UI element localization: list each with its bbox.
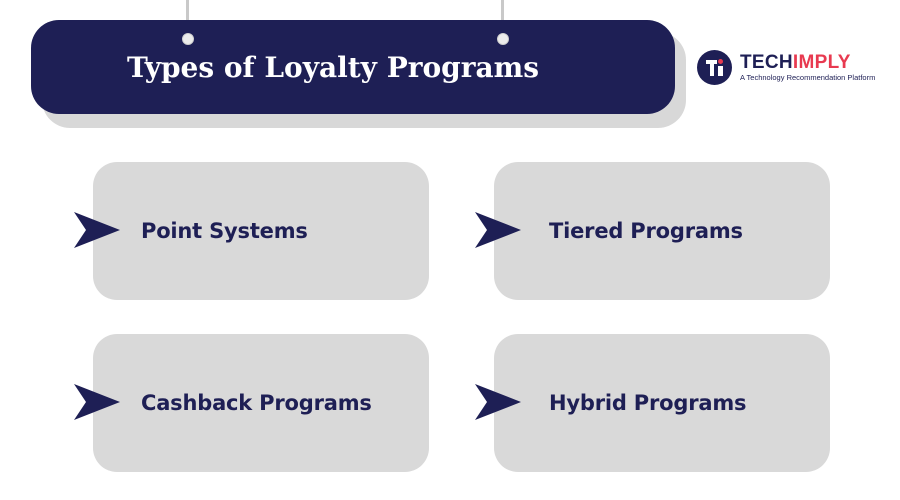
logo-text: TECHIMPLY A Technology Recommendation Pl… [740,51,876,83]
card-label: Point Systems [141,219,308,243]
arrow-right-icon [74,384,120,420]
card-label: Tiered Programs [549,219,743,243]
logo-name-imply: IMPLY [792,51,851,73]
brand-logo: TECHIMPLY A Technology Recommendation Pl… [697,50,875,85]
logo-tagline: A Technology Recommendation Platform [740,72,876,82]
logo-name-tech: TECH [740,51,793,73]
card-hybrid-programs: Hybrid Programs [494,334,830,472]
page-title: Types of Loyalty Programs [126,50,540,84]
card-point-systems: Point Systems [93,162,429,300]
hanger-line-right [501,0,504,38]
arrow-right-icon [475,384,521,420]
techimply-logo-icon [697,50,732,85]
arrow-right-icon [475,212,521,248]
arrow-right-icon [74,212,120,248]
logo-name: TECHIMPLY [740,51,875,73]
hanger-line-left [186,0,189,38]
title-banner: Types of Loyalty Programs [31,20,675,114]
card-label: Cashback Programs [141,391,372,415]
hanger-pin-right [497,33,509,45]
card-label: Hybrid Programs [549,391,747,415]
hanger-pin-left [182,33,194,45]
card-cashback-programs: Cashback Programs [93,334,429,472]
card-tiered-programs: Tiered Programs [494,162,830,300]
